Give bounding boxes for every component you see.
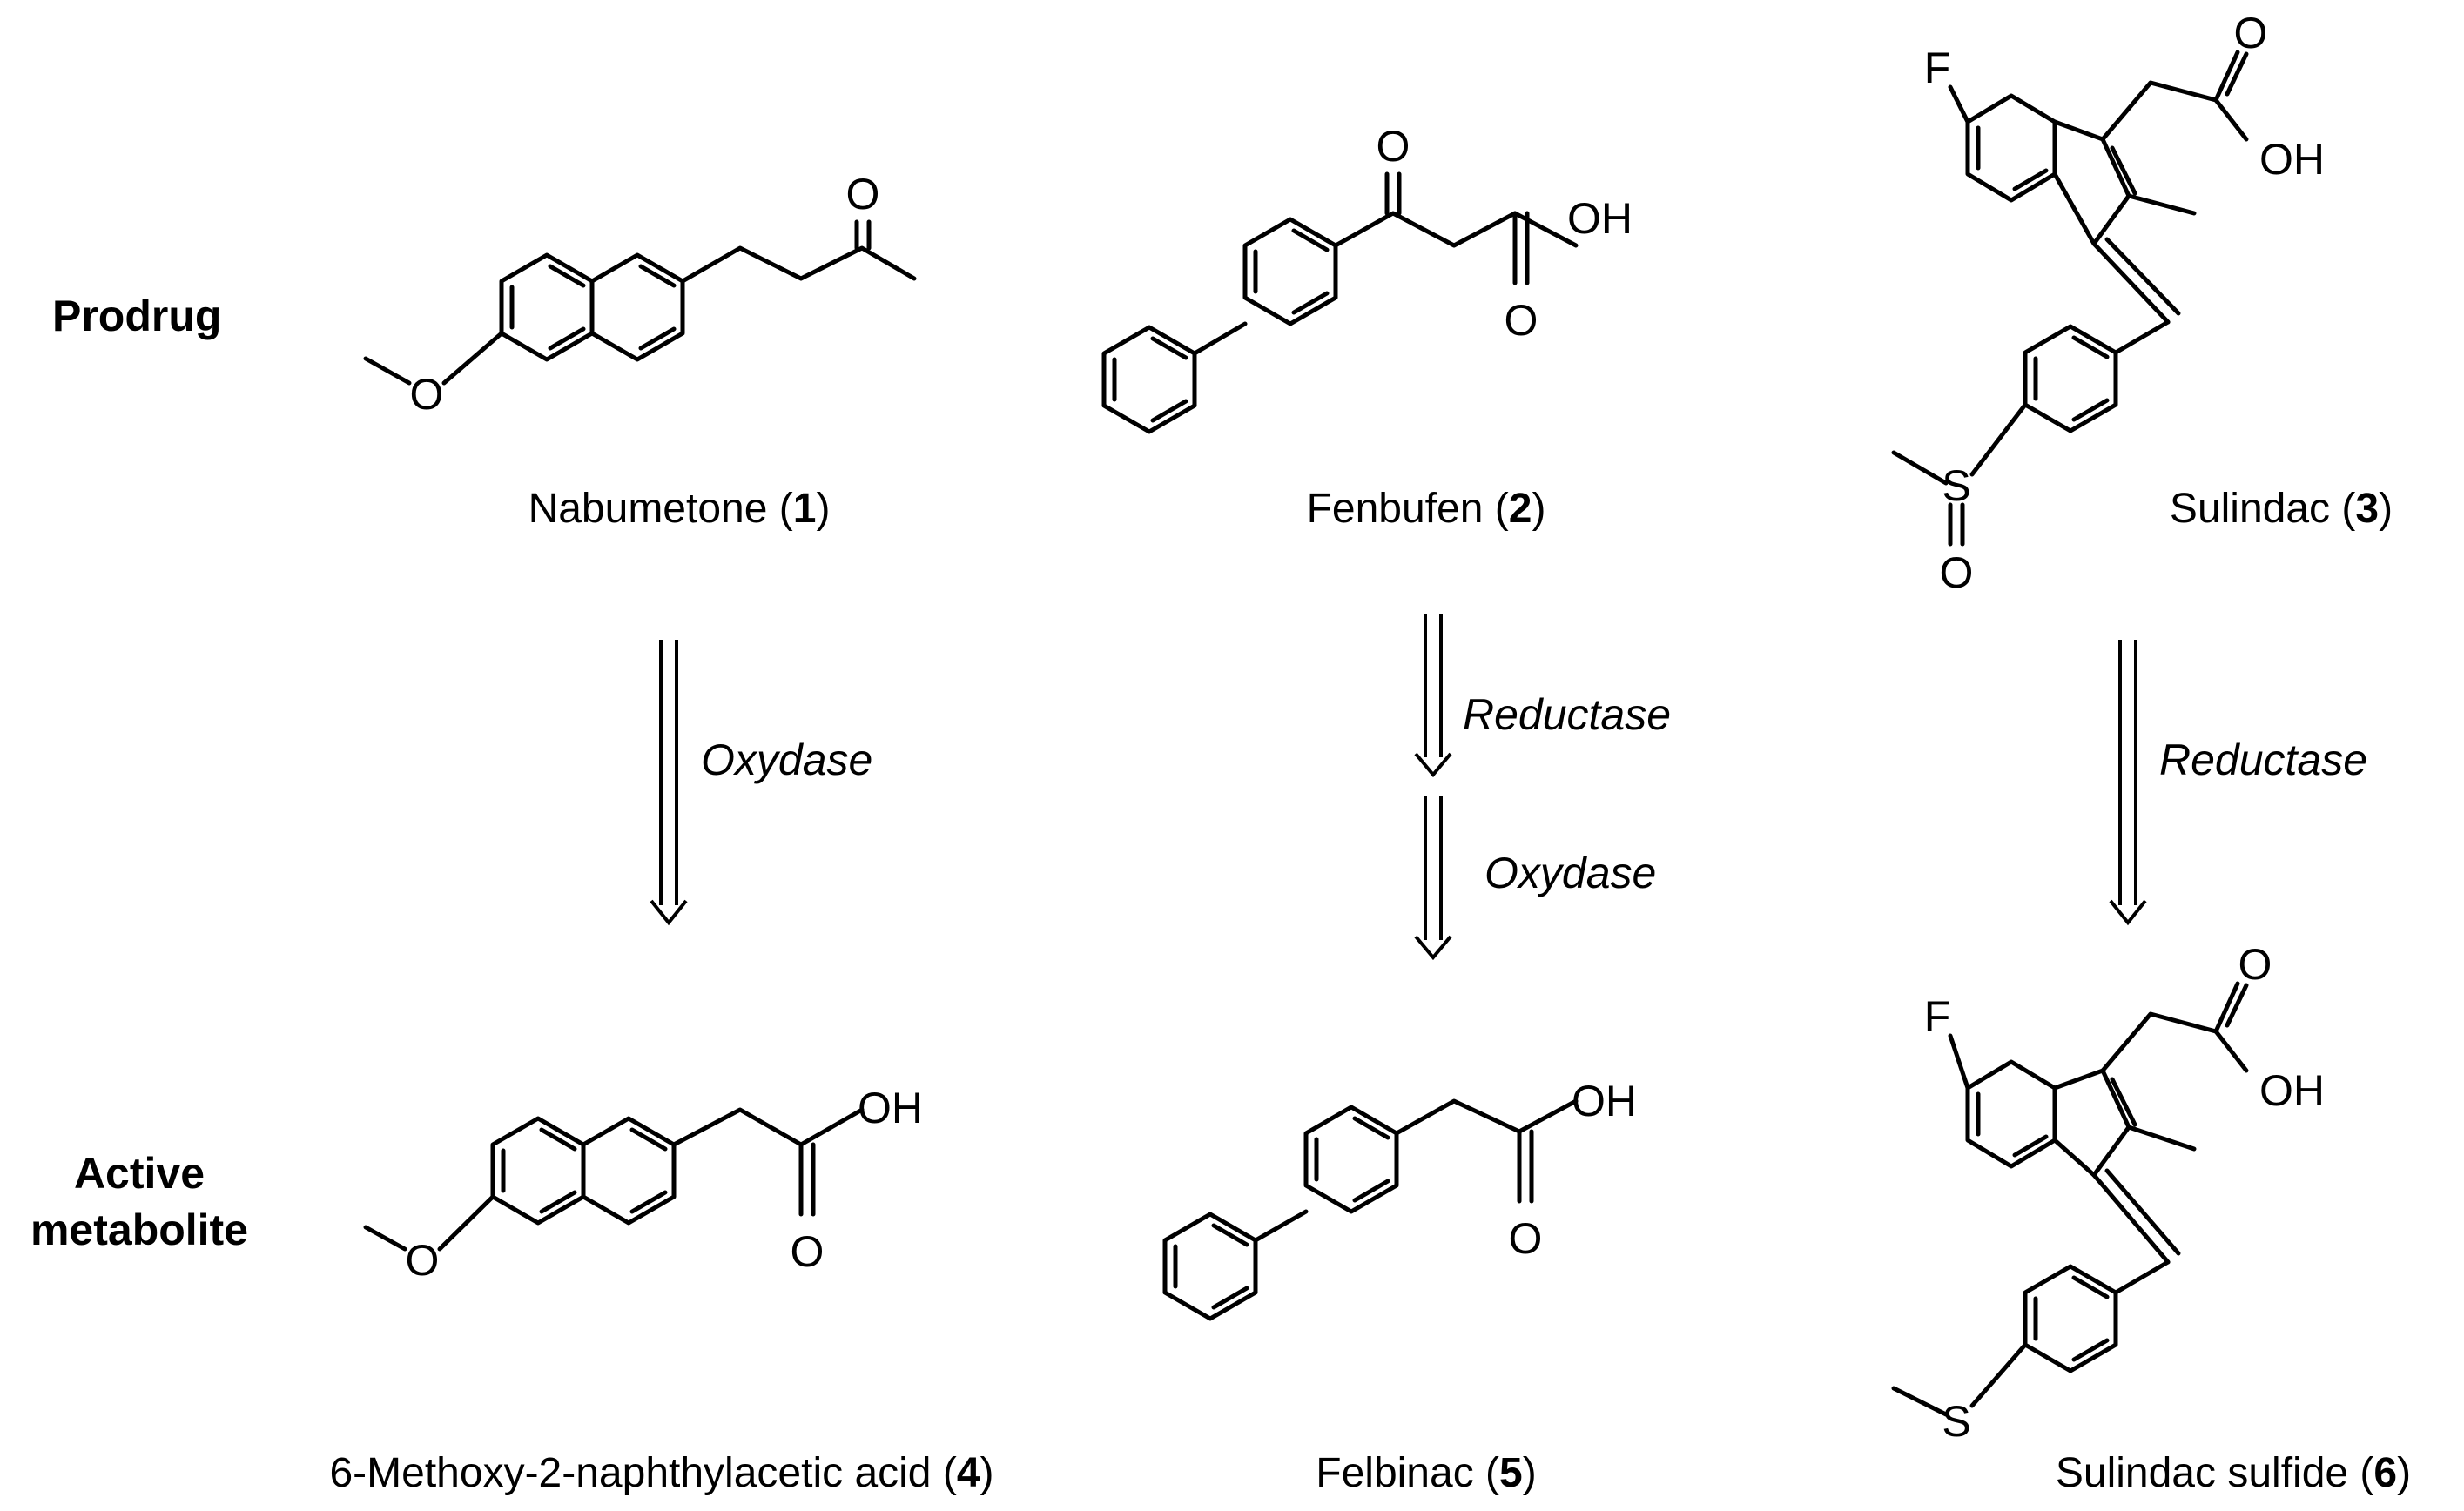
svg-text:O: O [1509, 1214, 1543, 1263]
reaction-arrow-reductase-1 [1414, 614, 1452, 778]
svg-text:O: O [1505, 296, 1538, 345]
structure-sulindac-sulfide: F O OH S [1891, 940, 2325, 1446]
svg-text:OH: OH [858, 1084, 923, 1132]
structure-nabumetone: O O [363, 170, 917, 419]
enzyme-label-reductase-2: Reductase [2159, 735, 2367, 784]
compound-label-sulindac-sulfide: Sulindac sulfide (6) [2056, 1450, 2411, 1496]
svg-text:S: S [1942, 461, 1970, 510]
svg-text:O: O [2234, 9, 2268, 57]
svg-text:O: O [410, 370, 444, 419]
svg-text:F: F [1924, 992, 1951, 1041]
svg-text:O: O [406, 1236, 440, 1285]
svg-text:O: O [2238, 940, 2272, 989]
svg-text:OH: OH [1567, 194, 1633, 243]
compound-label-sulindac: Sulindac (3) [2170, 486, 2393, 532]
reaction-arrow-oxydase-2 [1414, 796, 1452, 961]
svg-text:S: S [1942, 1397, 1970, 1446]
enzyme-label-oxydase-2: Oxydase [1484, 849, 1656, 897]
svg-text:OH: OH [2259, 135, 2325, 184]
svg-text:O: O [846, 170, 880, 218]
structure-felbinac: OH O [1162, 1077, 1637, 1321]
reaction-arrow-oxydase-1 [650, 640, 688, 926]
enzyme-label-reductase-1: Reductase [1463, 690, 1671, 739]
compound-label-fenbufen: Fenbufen (2) [1307, 486, 1546, 532]
svg-text:F: F [1924, 44, 1951, 92]
compound-label-methoxy-naphthylacetic-acid: 6-Methoxy-2-naphthylacetic acid (4) [329, 1450, 993, 1496]
structure-sulindac: F O OH S O [1891, 9, 2325, 597]
svg-text:OH: OH [2259, 1066, 2325, 1115]
structure-methoxy-naphthylacetic-acid: O OH O [363, 1084, 923, 1285]
structure-fenbufen: O OH O [1101, 122, 1633, 434]
reaction-arrow-reductase-2 [2109, 640, 2147, 926]
svg-text:OH: OH [1572, 1077, 1637, 1125]
enzyme-label-oxydase-1: Oxydase [701, 735, 872, 784]
row-label-active: Active [74, 1149, 205, 1198]
row-label-metabolite: metabolite [30, 1205, 248, 1254]
svg-text:O: O [1377, 122, 1410, 171]
compound-label-felbinac: Felbinac (5) [1316, 1450, 1536, 1496]
svg-text:O: O [791, 1227, 825, 1276]
svg-text:O: O [1940, 548, 1974, 597]
compound-label-nabumetone: Nabumetone (1) [528, 486, 831, 532]
row-label-prodrug: Prodrug [52, 292, 221, 340]
